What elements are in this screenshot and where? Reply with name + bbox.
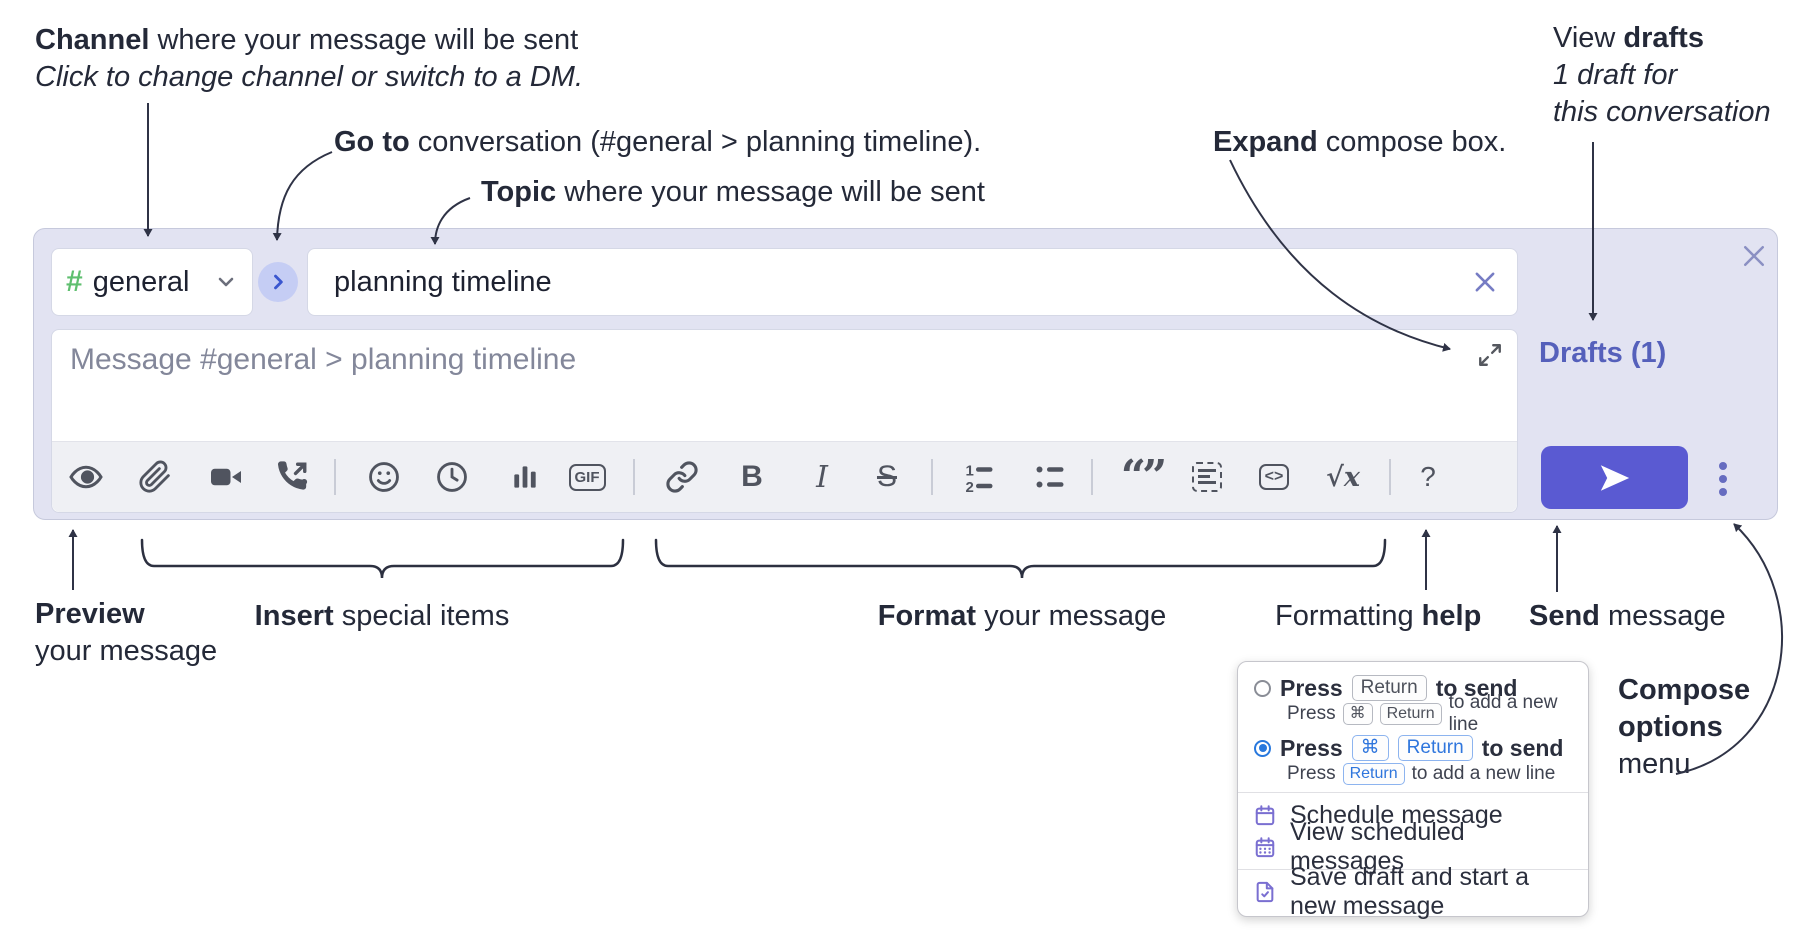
poll-icon[interactable]	[505, 457, 545, 497]
draft-file-icon	[1256, 881, 1274, 903]
view-scheduled-messages-item[interactable]: View scheduled messages	[1254, 818, 1572, 875]
clear-topic-icon[interactable]	[1471, 268, 1499, 296]
spoiler-icon[interactable]	[1187, 457, 1227, 497]
italic-icon[interactable]: I	[816, 459, 828, 495]
expand-annotation: Expand compose box.	[1213, 126, 1507, 158]
send-on-cmd-return-subtext: Press Return to add a new line	[1287, 763, 1556, 785]
format-brace	[654, 538, 1387, 579]
close-compose-icon[interactable]	[1739, 241, 1769, 271]
message-placeholder: Message #general > planning timeline	[70, 343, 577, 376]
topic-value: planning timeline	[334, 265, 552, 298]
menu-divider	[1238, 869, 1588, 870]
save-draft-item[interactable]: Save draft and start a new message	[1254, 863, 1572, 920]
code-icon[interactable]: <>	[1254, 457, 1294, 497]
channel-hash-icon: #	[66, 265, 83, 298]
compose-options-menu: Press Return to send Press ⌘ Return to a…	[1237, 661, 1589, 920]
svg-text:2: 2	[966, 479, 974, 495]
math-icon[interactable]: √x	[1326, 461, 1360, 493]
emoji-icon[interactable]	[364, 457, 404, 497]
formatting-help-icon[interactable]: ?	[1420, 461, 1436, 492]
chevron-down-icon	[214, 270, 238, 294]
bulleted-list-icon[interactable]	[1030, 457, 1070, 497]
topic-annotation: Topic where your message will be sent	[481, 176, 985, 208]
toolbar-divider	[931, 459, 933, 495]
topic-input[interactable]: planning timeline	[307, 248, 1518, 316]
insert-annotation: Insert special items	[254, 600, 510, 632]
send-on-cmd-return-option[interactable]: Press ⌘ Return to send	[1254, 734, 1572, 762]
strikethrough-icon[interactable]: S	[876, 460, 897, 493]
quote-icon[interactable]: “”	[1120, 451, 1168, 502]
toolbar-divider	[1389, 459, 1391, 495]
message-input[interactable]: Message #general > planning timeline	[51, 329, 1518, 513]
time-icon[interactable]	[432, 457, 472, 497]
calendar-icon	[1255, 805, 1275, 826]
send-button[interactable]	[1541, 446, 1688, 509]
radio-unselected-icon[interactable]	[1254, 679, 1271, 697]
link-icon[interactable]	[662, 457, 702, 497]
toolbar-divider	[633, 459, 635, 495]
channel-name: general	[92, 265, 190, 298]
goto-arrow	[272, 151, 333, 241]
send-on-return-option[interactable]: Press Return to send	[1254, 674, 1572, 702]
calendar-grid-icon	[1255, 837, 1275, 858]
compose-options-button[interactable]	[1709, 457, 1737, 501]
attach-file-icon[interactable]	[135, 457, 175, 497]
audio-call-icon[interactable]	[272, 457, 312, 497]
schedule-message-item[interactable]: Schedule message	[1254, 799, 1572, 831]
chevron-right-icon	[274, 274, 283, 290]
radio-selected-icon[interactable]	[1254, 739, 1271, 757]
preview-icon[interactable]	[66, 457, 106, 497]
goto-annotation: Go to conversation (#general > planning …	[334, 126, 982, 158]
formatting-help-annotation: Formatting help	[1275, 600, 1482, 632]
toolbar-divider	[1091, 459, 1093, 495]
toolbar-divider	[334, 459, 336, 495]
channel-annotation: Channel where your message will be sent …	[35, 24, 584, 93]
send-on-return-subtext: Press ⌘ Return to add a new line	[1287, 692, 1558, 735]
format-annotation: Format your message	[877, 600, 1167, 632]
expand-compose-icon[interactable]	[1477, 342, 1503, 368]
preview-annotation: Preview your message	[35, 598, 218, 667]
bold-icon[interactable]: B	[741, 460, 763, 493]
drafts-link[interactable]: Drafts (1)	[1539, 337, 1667, 369]
compose-box: # general planning timeline Message #gen…	[33, 228, 1778, 520]
view-drafts-annotation: View drafts 1 draft for this conversatio…	[1553, 22, 1771, 128]
paper-plane-icon	[1600, 464, 1629, 491]
svg-text:1: 1	[966, 463, 974, 480]
gif-icon[interactable]: GIF	[567, 457, 607, 497]
channel-selector[interactable]: # general	[51, 248, 253, 316]
send-annotation: Send message	[1529, 600, 1726, 632]
goto-conversation-button[interactable]	[258, 262, 298, 302]
video-call-icon[interactable]	[206, 457, 246, 497]
insert-brace	[140, 538, 625, 579]
compose-options-annotation: Compose options menu	[1618, 674, 1751, 780]
menu-divider	[1238, 792, 1588, 793]
